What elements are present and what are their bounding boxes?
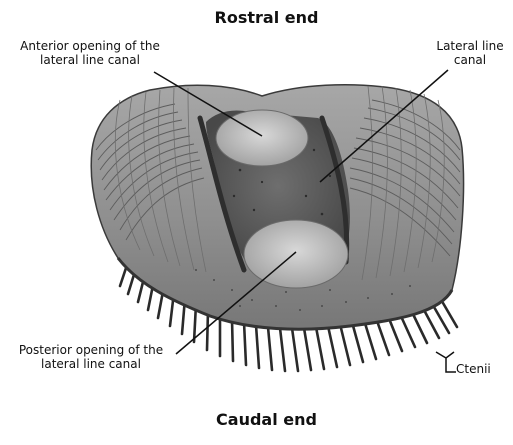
ctenii-label: Ctenii <box>456 362 506 376</box>
caudal-end-label: Caudal end <box>0 410 513 429</box>
posterior-opening-label: Posterior opening of the lateral line ca… <box>6 343 176 371</box>
anterior-opening-label: Anterior opening of the lateral line can… <box>10 39 170 67</box>
rostral-end-label: Rostral end <box>0 8 513 27</box>
ctenii-bracket <box>436 352 456 372</box>
posterior-opening <box>244 220 348 288</box>
lateral-line-canal-label: Lateral line canal <box>428 39 512 67</box>
anterior-opening <box>216 110 308 166</box>
